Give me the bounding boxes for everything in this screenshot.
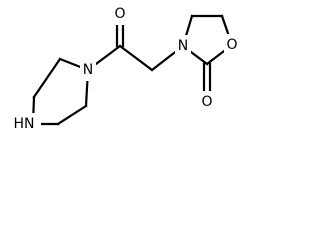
n-piperazine-label-background	[80, 59, 96, 81]
nh-label-background	[10, 113, 41, 135]
bond-c1-c2	[32, 57, 62, 99]
n-oxazolidinone-label: N	[178, 38, 188, 54]
o-carbonyl-label: O	[114, 6, 125, 22]
o-ring-carbonyl-label-background	[199, 91, 215, 113]
bond-c3-c4	[56, 104, 88, 126]
n-piperazine-label: N	[83, 62, 93, 78]
o-ring-label-background	[224, 34, 240, 56]
nh-label: HN	[14, 116, 35, 132]
n-oxazolidinone-label-background	[175, 35, 191, 57]
o-carbonyl-label-background	[112, 3, 128, 25]
o-ring-label: O	[226, 37, 237, 53]
o-ring-carbonyl-label: O	[201, 94, 212, 110]
bond-carbonyl-ch2	[118, 44, 154, 72]
structural-formula: HN N O N O O	[10, 3, 240, 135]
atom-labels: HN N O N O O	[10, 3, 240, 135]
